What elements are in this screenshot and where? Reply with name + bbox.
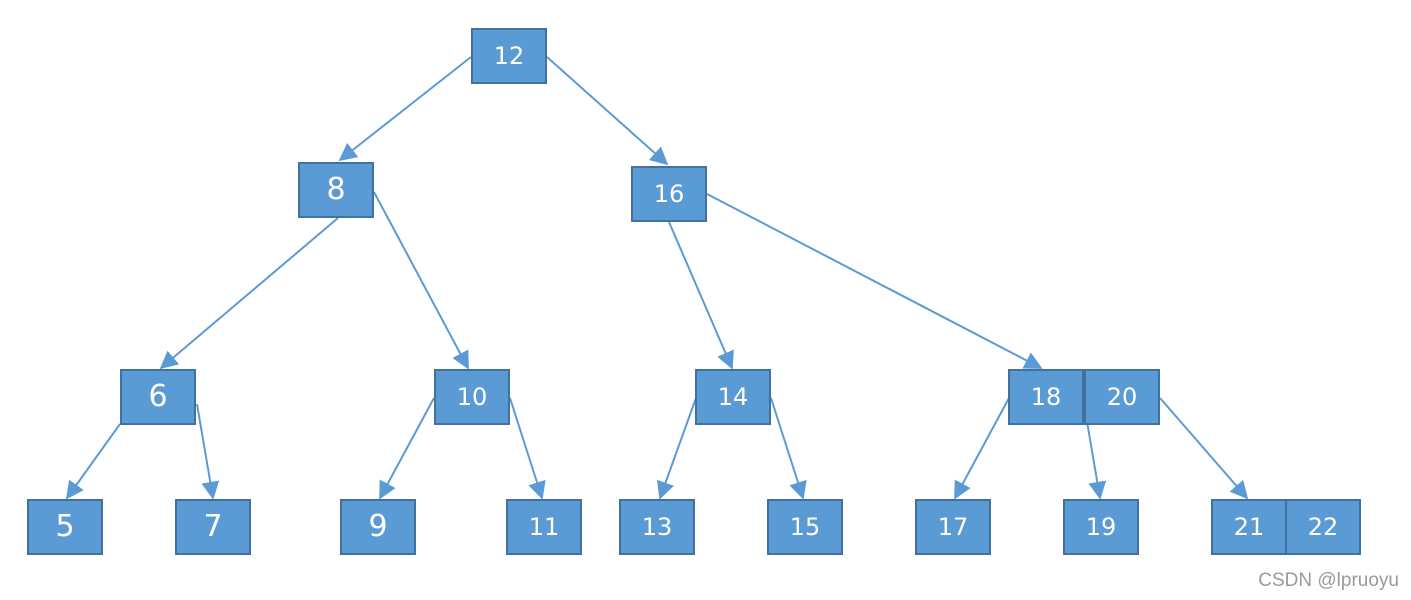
edge-6-7 (196, 403, 220, 500)
node-12: 12 (471, 28, 547, 84)
edge-10-9 (379, 397, 435, 500)
edge-10-11 (509, 397, 546, 500)
node-6: 6 (120, 369, 196, 425)
edge-14-15 (770, 397, 807, 500)
node-9: 9 (340, 499, 416, 555)
edge-18-20-17 (954, 397, 1010, 500)
node-11: 11 (506, 499, 582, 555)
edge-14-13 (657, 397, 697, 500)
node-18: 18 (1008, 369, 1084, 425)
node-16: 16 (631, 166, 707, 222)
edge-16-14 (668, 221, 734, 370)
node-19: 19 (1063, 499, 1139, 555)
node-22: 22 (1285, 499, 1361, 555)
edge-8-10 (373, 191, 469, 370)
edge-12-8 (338, 56, 472, 162)
node-17: 17 (915, 499, 991, 555)
node-5: 5 (27, 499, 103, 555)
node-15: 15 (767, 499, 843, 555)
edge-6-5 (65, 423, 121, 500)
node-7: 7 (175, 499, 251, 555)
node-10: 10 (434, 369, 510, 425)
node-8: 8 (298, 162, 374, 218)
node-20: 20 (1084, 369, 1160, 425)
edge-12-16 (546, 56, 669, 166)
node-14: 14 (695, 369, 771, 425)
watermark: CSDN @lpruoyu (1258, 570, 1399, 591)
node-13: 13 (619, 499, 695, 555)
edge-18-20-21-22 (1159, 397, 1249, 500)
edge-16-18-20 (706, 193, 1043, 369)
edge-8-6 (159, 217, 339, 370)
node-21: 21 (1211, 499, 1287, 555)
